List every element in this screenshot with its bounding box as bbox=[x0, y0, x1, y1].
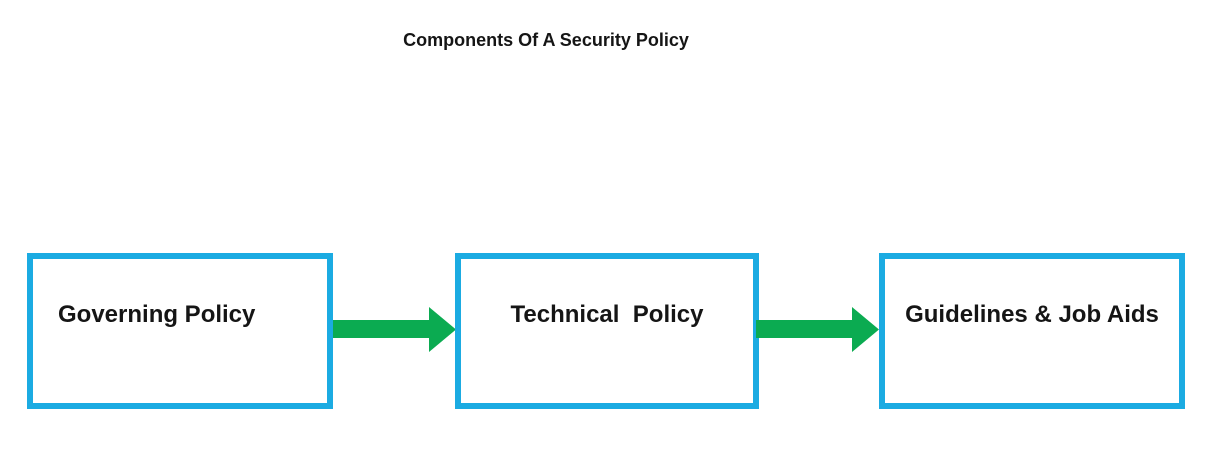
flow-arrow-icon bbox=[333, 307, 456, 352]
diagram-title: Components Of A Security Policy bbox=[403, 30, 689, 50]
box-governing-policy: Governing Policy bbox=[27, 253, 333, 409]
flow-arrow-icon bbox=[756, 307, 879, 352]
box-label: Governing Policy bbox=[58, 301, 256, 328]
box-label: Guidelines & Job Aids bbox=[905, 301, 1159, 328]
box-technical-policy: Technical Policy bbox=[455, 253, 759, 409]
box-guidelines-job-aids: Guidelines & Job Aids bbox=[879, 253, 1185, 409]
box-label: Technical Policy bbox=[510, 301, 704, 328]
